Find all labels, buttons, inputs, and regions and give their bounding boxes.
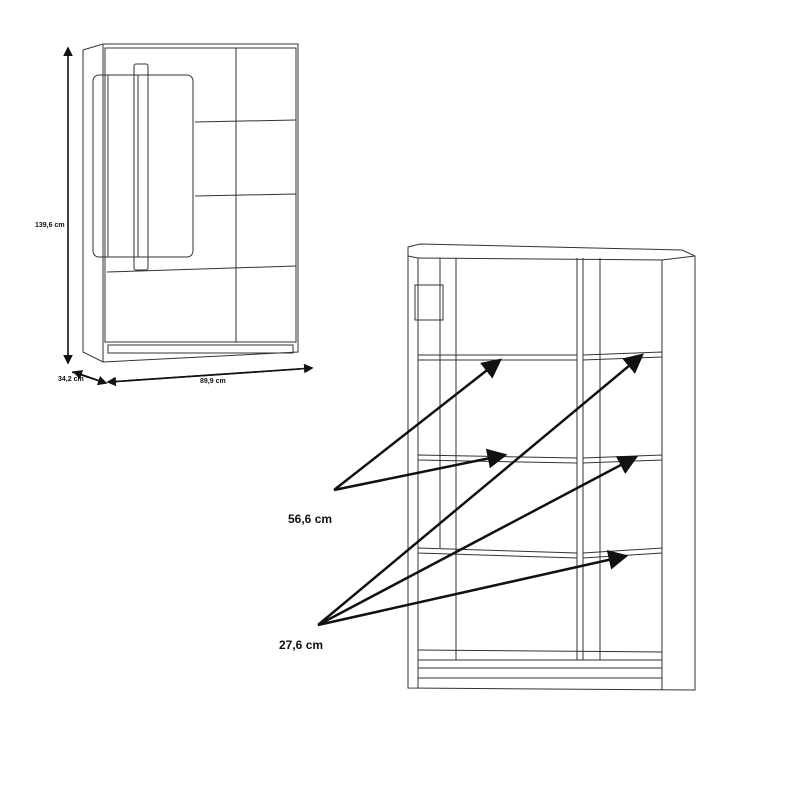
width-label: 89,9 cm [200, 378, 226, 385]
shelf-arrows [317, 353, 644, 627]
dimension-lines [63, 46, 314, 387]
depth-label: 34,2 cm [58, 376, 84, 383]
small-shelf-label: 27,6 cm [279, 638, 324, 652]
height-label: 139,6 cm [35, 222, 65, 229]
door-handle [133, 63, 149, 271]
closed-cabinet [82, 43, 299, 363]
large-shelf-label: 56,6 cm [288, 512, 333, 526]
